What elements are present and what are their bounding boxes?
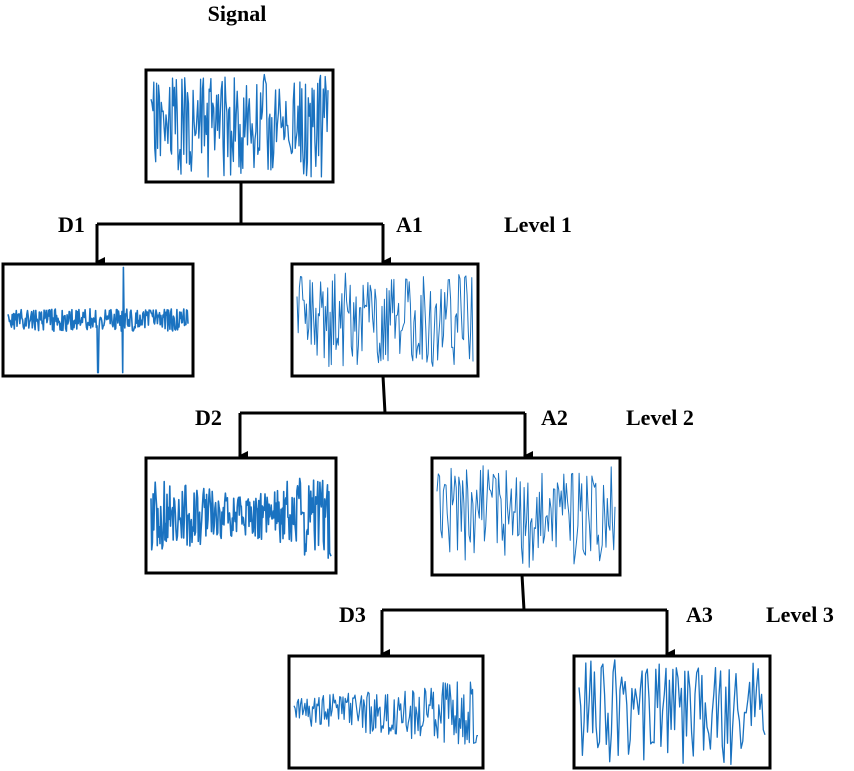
node-label-a2: A2 xyxy=(541,405,568,430)
connector-signal-split xyxy=(97,182,383,226)
node-label-a3: A3 xyxy=(686,602,713,627)
node-label-d2: D2 xyxy=(195,405,222,430)
a1-waveform xyxy=(296,272,474,367)
node-label-a1: A1 xyxy=(396,212,423,237)
d1-waveform xyxy=(7,266,189,374)
connector-a1-split xyxy=(240,375,525,415)
d2-panel xyxy=(144,456,338,575)
node-label-d1: D1 xyxy=(58,212,85,237)
a1-panel xyxy=(290,262,480,378)
d1-panel xyxy=(1,262,195,378)
connectors xyxy=(95,182,675,659)
level-label-2: Level 2 xyxy=(626,405,694,430)
a3-panel xyxy=(572,654,772,770)
d3-panel xyxy=(287,654,485,770)
connector-a2-split xyxy=(382,574,667,612)
signal-title: Signal xyxy=(208,1,267,26)
a2-waveform xyxy=(436,465,616,568)
level-label-3: Level 3 xyxy=(766,602,834,627)
d3-waveform xyxy=(293,681,478,745)
d2-waveform xyxy=(150,477,332,559)
signal-waveform xyxy=(150,73,329,178)
signal-panel xyxy=(144,68,335,184)
node-label-d3: D3 xyxy=(339,602,366,627)
level-label-1: Level 1 xyxy=(504,212,572,237)
a2-panel xyxy=(430,456,622,577)
a3-waveform xyxy=(578,659,766,766)
